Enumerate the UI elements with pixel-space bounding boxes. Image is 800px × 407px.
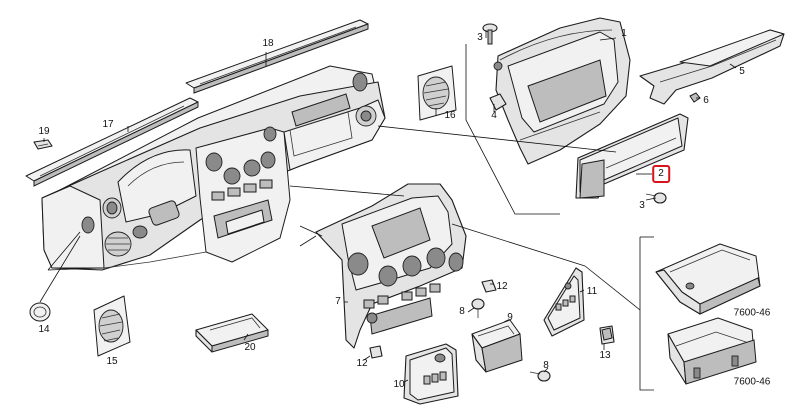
part-13-switch — [599, 325, 615, 345]
callout-18[interactable]: 18 — [262, 38, 274, 49]
callout-14[interactable]: 14 — [38, 324, 50, 335]
part-7-center-fascia — [315, 183, 467, 349]
part-12-clip-upper — [481, 279, 497, 293]
callout-1[interactable]: 1 — [621, 28, 627, 39]
callout-8-lower[interactable]: 8 — [543, 360, 549, 371]
separator-lines — [465, 44, 654, 391]
variant-7600-46-bracket — [667, 317, 757, 385]
callout-3-lower[interactable]: 3 — [639, 200, 645, 211]
callout-20[interactable]: 20 — [244, 342, 256, 353]
variant-code-lower[interactable]: 7600-46 — [733, 376, 771, 388]
variant-7600-46-lid — [655, 243, 761, 315]
callout-11[interactable]: 11 — [586, 286, 598, 297]
part-15-speaker-grille — [93, 295, 131, 357]
callout-15[interactable]: 15 — [106, 356, 118, 367]
callout-8-upper[interactable]: 8 — [459, 306, 465, 317]
dashboard-main-body — [41, 65, 386, 271]
callout-12-lower[interactable]: 12 — [356, 358, 368, 369]
part-14-plug — [29, 302, 51, 322]
callout-3-upper[interactable]: 3 — [477, 32, 483, 43]
part-8-screw-lower — [529, 370, 551, 382]
part-20-tray — [195, 313, 269, 353]
callout-5[interactable]: 5 — [739, 66, 745, 77]
part-12-clip-lower — [369, 345, 383, 359]
part-18-defroster-strip — [185, 19, 369, 94]
part-3-screw-upper — [482, 23, 498, 45]
callout-7[interactable]: 7 — [335, 296, 341, 307]
callout-4[interactable]: 4 — [491, 110, 497, 121]
leader-lines — [39, 30, 737, 383]
part-2-glovebox-door — [575, 113, 689, 199]
part-6-nut — [689, 92, 701, 103]
callout-10[interactable]: 10 — [393, 379, 405, 390]
callout-19[interactable]: 19 — [38, 126, 50, 137]
callout-2[interactable]: 2 — [652, 165, 670, 183]
part-8-screw-upper — [471, 298, 485, 318]
part-9-storage-pocket — [471, 319, 523, 373]
callout-17[interactable]: 17 — [102, 119, 114, 130]
callout-16[interactable]: 16 — [444, 110, 456, 121]
part-1-glovebox-housing — [493, 17, 631, 165]
callout-9[interactable]: 9 — [507, 312, 513, 323]
part-16-speaker-grille — [417, 65, 457, 121]
part-17-defroster-strip — [25, 97, 199, 187]
callout-13[interactable]: 13 — [599, 350, 611, 361]
callout-12-upper[interactable]: 12 — [496, 281, 508, 292]
callout-6[interactable]: 6 — [703, 95, 709, 106]
part-11-side-panel — [543, 267, 585, 337]
part-10-switch-panel — [403, 343, 459, 405]
part-5-air-duct — [639, 29, 785, 105]
part-19-clip — [33, 139, 53, 150]
variant-code-upper[interactable]: 7600-46 — [733, 307, 771, 319]
